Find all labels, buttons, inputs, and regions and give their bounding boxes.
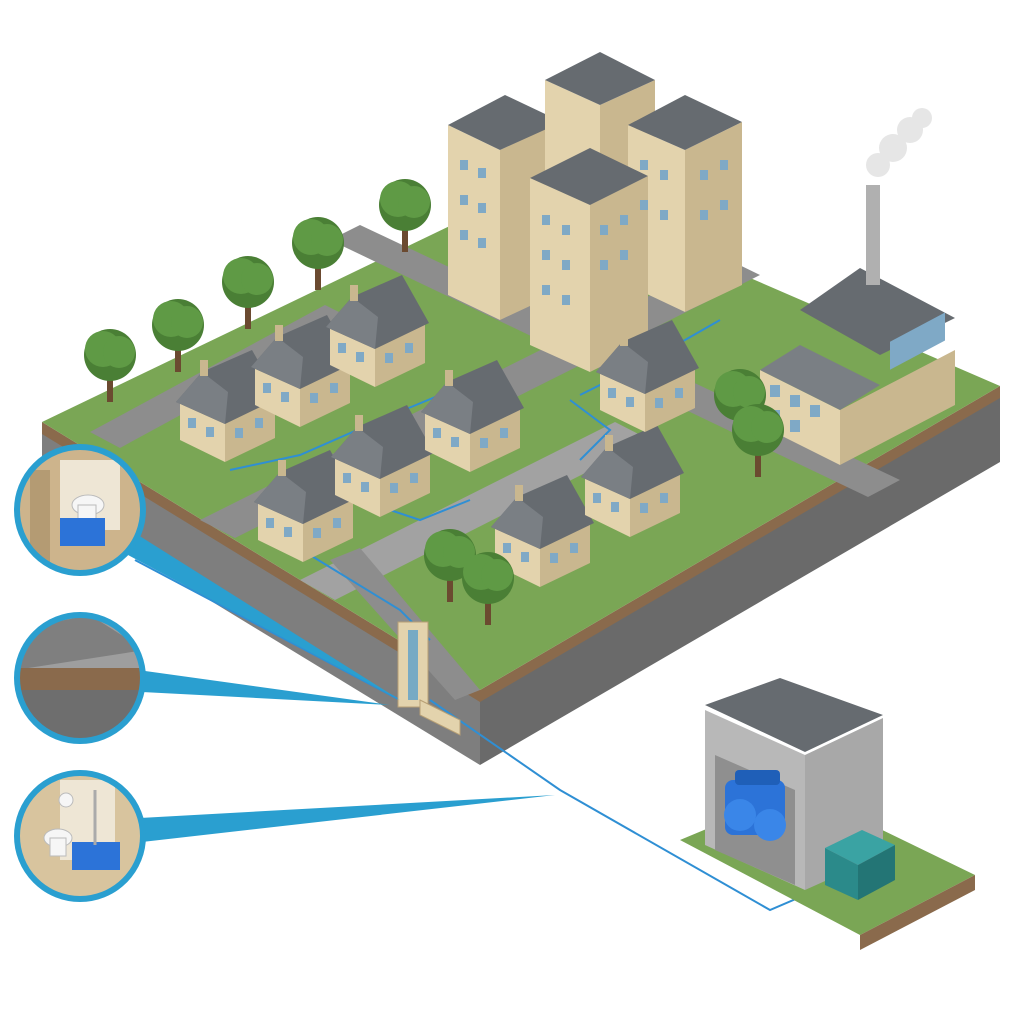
tree-icon <box>379 179 431 252</box>
manhole-cutaway <box>397 621 461 736</box>
house-icon <box>491 475 594 587</box>
house-icon <box>331 405 434 517</box>
factory-side <box>840 350 955 465</box>
pump-building-roof <box>705 678 883 752</box>
chimney-icon <box>866 185 880 285</box>
house-icon <box>254 450 357 562</box>
tank-icon <box>825 830 895 900</box>
callout-toilet <box>14 444 146 576</box>
house-icon <box>581 425 684 537</box>
bathroom-icon <box>43 792 74 857</box>
pump-station <box>680 678 975 950</box>
callout-pipe-section <box>14 612 146 744</box>
house-icon <box>251 315 354 427</box>
callout-line-1 <box>134 559 401 701</box>
road-front <box>300 422 650 600</box>
pipe-branch-1 <box>229 394 441 471</box>
soil-layer-front <box>42 422 480 702</box>
callout-pointer-3 <box>140 795 555 842</box>
tree-icon <box>222 256 274 329</box>
callout-pointer-1 <box>128 535 400 700</box>
tree-icon <box>424 529 476 602</box>
trees <box>84 179 784 625</box>
slab-top <box>42 185 1000 690</box>
house-icon <box>326 275 429 387</box>
factory-icon <box>760 108 955 465</box>
pipe-branch-3 <box>569 399 612 461</box>
callouts <box>14 444 555 902</box>
houses <box>176 275 699 587</box>
tree-icon <box>84 329 136 402</box>
tree-icon <box>462 552 514 625</box>
apartment-towers <box>448 52 742 372</box>
tree-icon <box>152 299 204 372</box>
soil-layer-right <box>480 386 1000 702</box>
smoke <box>866 108 932 177</box>
house-icon <box>421 360 524 472</box>
callout-bathroom <box>14 770 146 902</box>
house-icon <box>596 320 699 432</box>
callout-pointer-2 <box>138 670 390 705</box>
tree-icon <box>732 404 784 477</box>
slab-front-face <box>42 430 480 765</box>
house-icon <box>176 350 279 462</box>
pump-icon <box>724 770 786 841</box>
tree-icon <box>292 217 344 290</box>
tower-windows <box>460 160 728 305</box>
